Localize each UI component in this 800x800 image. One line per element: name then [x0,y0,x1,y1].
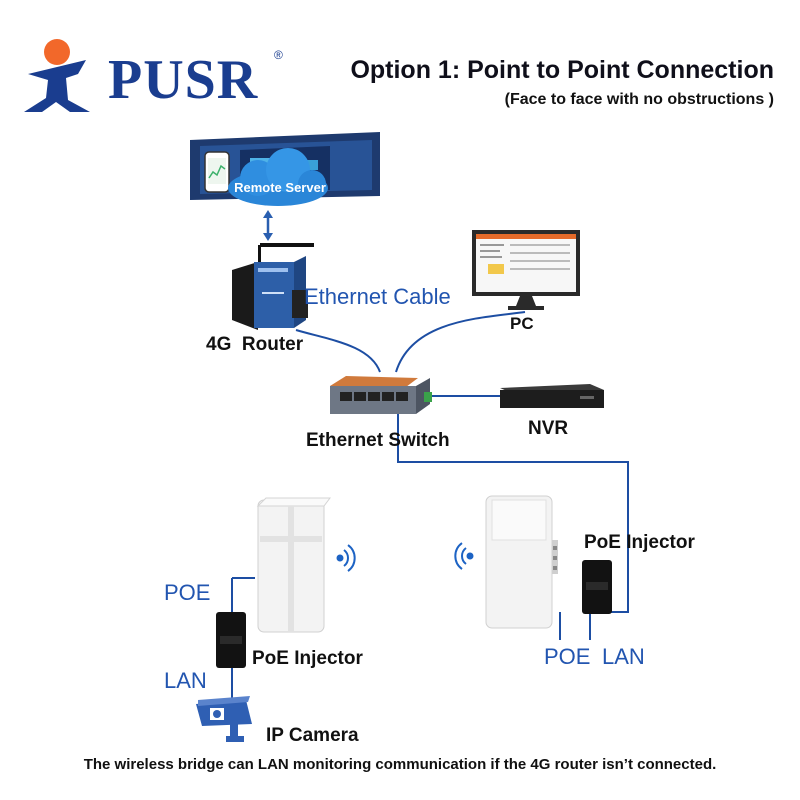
ip-camera-icon [196,696,252,742]
wifi-signal-right-icon [454,542,474,570]
page-subtitle: (Face to face with no obstructions ) [504,91,774,108]
router-label: 4G Router [206,334,304,355]
poe-left-label: POE [164,580,211,605]
pc-label: PC [510,314,534,333]
pusr-logo-icon [24,39,90,112]
ethernet-switch-icon [330,376,432,414]
ip-camera-label: IP Camera [266,725,359,746]
double-arrow-icon [263,210,273,241]
lan-left-label: LAN [164,668,207,693]
ethernet-cable-label: Ethernet Cable [304,284,451,309]
ethernet-cables [231,311,629,700]
poe-injector-right-icon [582,560,612,614]
footer-note: The wireless bridge can LAN monitoring c… [83,756,717,773]
lan-right-label: LAN [602,644,645,669]
page-title: Option 1: Point to Point Connection [350,56,774,84]
ethernet-switch-label: Ethernet Switch [306,430,450,451]
poe-injector-right-label: PoE Injector [584,532,695,553]
poe-injector-left-label: PoE Injector [252,648,363,669]
nvr-label: NVR [528,418,569,439]
cloud-icon [228,148,328,206]
poe-injector-left-icon [216,612,246,668]
nvr-device-icon [500,384,604,408]
wireless-bridge-right-icon [485,495,558,629]
remote-server-label: Remote Server [234,180,326,195]
router-device-icon [232,243,314,330]
registered-mark: ® [274,48,283,62]
wifi-signal-left-icon [336,544,356,572]
pc-monitor-icon [472,230,580,310]
poe-right-label: POE [544,644,591,669]
wireless-bridge-left-icon [256,497,331,633]
brand-logo-text: PUSR [108,49,259,111]
